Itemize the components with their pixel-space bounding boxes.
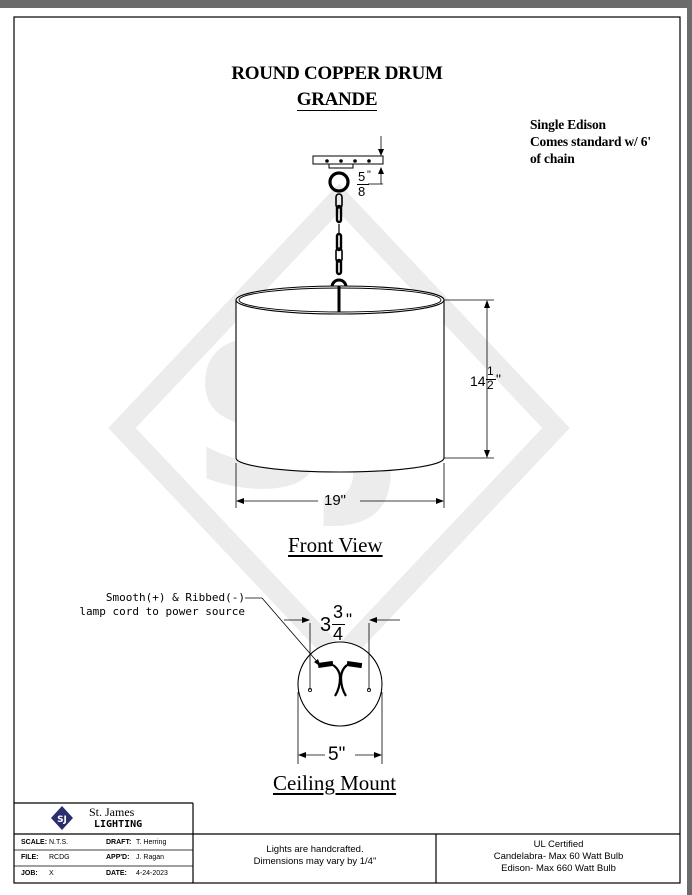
job-label: JOB: [21, 870, 38, 877]
title-block-frame [14, 802, 680, 883]
cord-note-line-1: Smooth(+) & Ribbed(-) [105, 591, 245, 604]
date-value: 4-24-2023 [136, 870, 168, 877]
canopy-height-den: 8 [358, 184, 366, 199]
canopy-height-num: 5 [358, 169, 366, 184]
brand-logo-text: SJ [57, 815, 67, 825]
note-line-3: of chain [530, 151, 575, 166]
shade-height-label: 14 1 2 " [470, 364, 510, 402]
ul-line-1: UL Certified [533, 839, 584, 850]
brand-subname: LIGHTING [94, 819, 143, 830]
drawing-subtitle: GRANDE [0, 89, 674, 111]
canopy-height-dimension [368, 136, 384, 185]
cord-note: Smooth(+) & Ribbed(-) lamp cord to power… [60, 591, 245, 619]
cord-leader [245, 597, 321, 667]
note-line-1: Single Edison [530, 117, 606, 132]
shade-height-dimension [444, 299, 494, 459]
handcrafted-line-2: Dimensions may vary by 1/4" [253, 856, 377, 867]
mount-diameter-dimension [297, 692, 383, 764]
mount-spacing-label: 3 3 4 " [320, 602, 360, 648]
shade-width-label: 19" [324, 492, 347, 509]
draft-label: DRAFT: [106, 839, 132, 846]
job-value: X [49, 870, 54, 877]
brand-name: St. James [89, 805, 135, 819]
mount-spacing-num: 3 [333, 602, 344, 622]
front-view-label: Front View [288, 533, 383, 557]
canopy [312, 155, 384, 169]
cord-note-line-2: lamp cord to power source [79, 605, 245, 618]
drawing-canvas: SJ [13, 16, 681, 884]
brand-logo: SJ [51, 806, 73, 830]
drawing-title: ROUND COPPER DRUM [0, 63, 674, 85]
file-label: FILE: [21, 854, 39, 861]
shade-height-num: 1 [487, 364, 494, 378]
canopy-height-unit: " [367, 169, 371, 181]
mount-spacing-whole: 3 [320, 614, 332, 636]
ul-line-3: Edison- Max 660 Watt Bulb [501, 863, 616, 874]
mount-spacing-dimension [284, 617, 400, 668]
handcrafted-line-1: Lights are handcrafted. [266, 844, 364, 855]
date-label: DATE: [106, 870, 127, 877]
title-line-1: ROUND COPPER DRUM [231, 63, 443, 84]
mount-diameter-label: 5" [328, 744, 346, 765]
appd-label: APP'D: [106, 854, 130, 861]
shade-width-dimension [235, 463, 445, 508]
mount-spacing-den: 4 [333, 624, 344, 644]
draft-value: T. Herring [136, 839, 167, 846]
scale-label: SCALE: [21, 839, 48, 846]
ul-certification-note: UL Certified Candelabra- Max 60 Watt Bul… [437, 839, 680, 875]
ul-line-2: Candelabra- Max 60 Watt Bulb [493, 851, 624, 862]
shade-height-unit: " [496, 371, 501, 387]
handcrafted-note: Lights are handcrafted. Dimensions may v… [194, 844, 436, 868]
sheet-border [13, 16, 681, 884]
appd-value: J. Ragan [136, 854, 165, 861]
scale-value: N.T.S. [49, 839, 69, 846]
title-line-2: GRANDE [296, 89, 378, 111]
shade-height-whole: 14 [470, 373, 486, 389]
drum-shade [235, 285, 445, 473]
canopy-height-label: 5 " 8 [357, 169, 371, 200]
note-line-2: Comes standard w/ 6' [530, 134, 651, 149]
drawing-sheet: SJ [0, 8, 687, 895]
file-value: RCDG [49, 854, 70, 861]
mount-spacing-unit: " [346, 610, 353, 629]
shade-height-den: 2 [487, 378, 494, 392]
fixture-note: Single Edison Comes standard w/ 6' of ch… [530, 116, 651, 167]
ceiling-mount-label: Ceiling Mount [273, 771, 397, 795]
